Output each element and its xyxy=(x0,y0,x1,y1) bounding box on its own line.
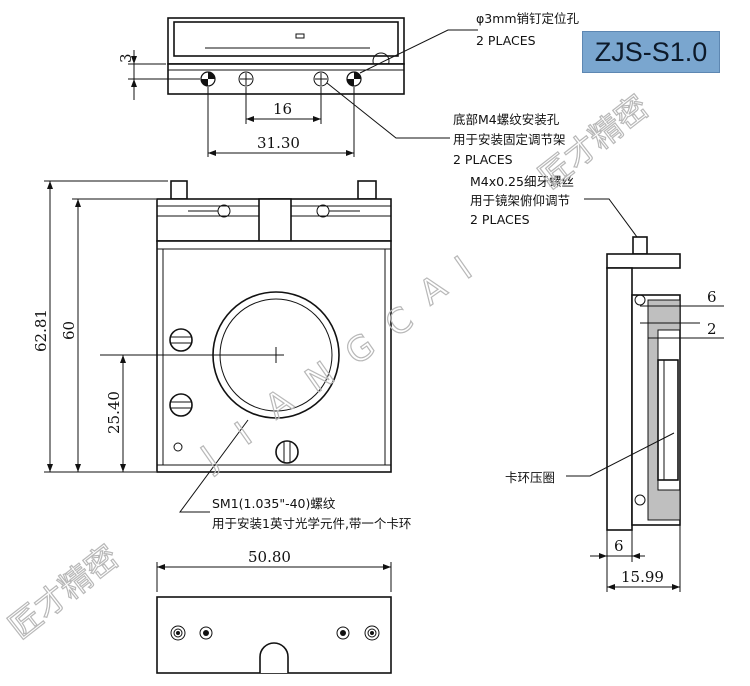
m4-hole-left xyxy=(238,71,254,87)
model-badge: ZJS-S1.0 xyxy=(582,31,720,73)
front-small-hole xyxy=(173,442,183,452)
m4-hole-right xyxy=(313,71,329,87)
front-view: 62.81 60 25.40 xyxy=(32,180,392,513)
front-body xyxy=(156,240,392,473)
adjust-screw-left xyxy=(170,180,188,200)
retaining-ring-note: 卡环压圈 xyxy=(505,470,555,485)
mount-holes-note: 底部M4螺纹安装孔 xyxy=(453,112,560,127)
dim-hole-span: 31.30 xyxy=(257,134,300,152)
dim-center-height: 25.40 xyxy=(105,391,123,434)
bottom-hole-right xyxy=(336,626,350,640)
svg-text:I: I xyxy=(448,249,479,288)
mount-holes-purpose: 用于安装固定调节架 xyxy=(453,132,566,147)
adjust-screws-note: M4x0.25细牙螺丝 xyxy=(470,174,574,189)
side-back-plate xyxy=(606,267,633,531)
mount-holes-places: 2 PLACES xyxy=(453,152,513,167)
adjust-screws-places: 2 PLACES xyxy=(470,212,530,227)
side-optic xyxy=(657,359,679,481)
bottom-hole-left xyxy=(199,626,213,640)
thread-note: SM1(1.035"-40)螺纹 xyxy=(212,496,336,511)
top-view-inner-frame xyxy=(173,21,399,57)
dim-side-depth-6: 6 xyxy=(707,288,717,306)
side-view: 6 2 6 15.99 xyxy=(566,198,724,592)
front-screw-lower xyxy=(169,393,193,417)
watermark-brand-left: 匠才精密 xyxy=(2,538,126,647)
bottom-slot xyxy=(259,642,289,673)
dim-side-total: 15.99 xyxy=(621,568,664,586)
bottom-pin-right xyxy=(364,625,380,641)
top-view: 3 16 31.30 xyxy=(117,17,478,157)
thread-purpose: 用于安装1英寸光学元件,带一个卡环 xyxy=(212,516,411,531)
adjust-screws-purpose: 用于镜架俯仰调节 xyxy=(470,193,570,208)
dim-body-height: 60 xyxy=(60,321,78,340)
bottom-view: 50.80 xyxy=(156,548,392,674)
pin-holes-places: 2 PLACES xyxy=(476,33,536,48)
front-screw-upper xyxy=(169,328,193,352)
pin-hole-left xyxy=(200,71,216,87)
side-top-cap xyxy=(606,253,681,269)
dim-side-depth-2: 2 xyxy=(707,320,717,338)
dim-side-bottom-6: 6 xyxy=(614,537,624,555)
bottom-pin-left xyxy=(170,625,186,641)
pin-hole-right xyxy=(346,71,362,87)
front-center-block xyxy=(258,198,292,242)
pin-holes-note: φ3mm销钉定位孔 xyxy=(476,11,580,26)
dim-hole-spacing: 16 xyxy=(273,100,292,118)
front-screw-bottom xyxy=(275,440,299,464)
dim-pin-offset: 3 xyxy=(117,53,135,63)
side-adjust-screw xyxy=(632,236,648,255)
dim-overall-height: 62.81 xyxy=(32,309,50,352)
dim-width: 50.80 xyxy=(248,548,291,566)
adjust-screw-right xyxy=(357,180,377,200)
svg-text:A: A xyxy=(412,267,454,313)
